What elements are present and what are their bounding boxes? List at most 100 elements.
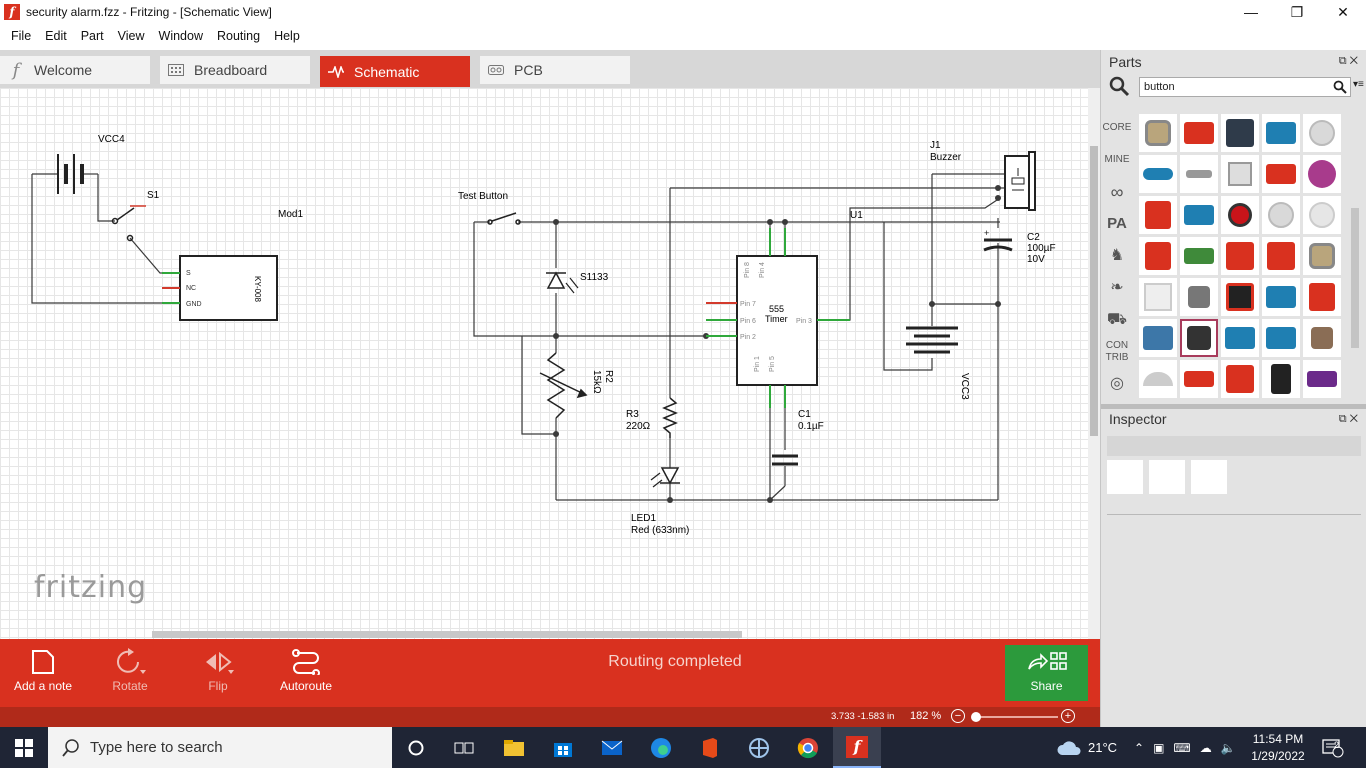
battery-vcc4-symbol[interactable] [57, 154, 84, 194]
part-tile[interactable] [1262, 196, 1300, 234]
bin-core[interactable]: CORE [1102, 122, 1132, 133]
part-tile[interactable] [1221, 114, 1259, 152]
microsoft-store-icon[interactable] [539, 727, 587, 768]
part-tile[interactable] [1180, 360, 1218, 398]
zoom-slider-handle[interactable] [971, 712, 982, 722]
part-tile[interactable] [1221, 319, 1259, 357]
tab-pcb[interactable]: PCB [480, 56, 630, 84]
schematic-canvas[interactable]: VCC4 S1 S NC GND KY-008 Mod1 Test Button [0, 88, 1088, 639]
j1-buzzer-symbol[interactable] [1004, 151, 1036, 211]
s1133-photodiode-symbol[interactable] [546, 271, 579, 294]
search-icon[interactable] [1333, 80, 1347, 94]
scrollbar-thumb[interactable] [1090, 146, 1098, 436]
inspector-panel-controls[interactable]: ⧉ ✕ [1338, 413, 1358, 425]
part-tile[interactable] [1139, 319, 1177, 357]
part-tile[interactable] [1303, 237, 1341, 275]
timer-555-ic[interactable] [706, 228, 850, 408]
rotate-button[interactable]: Rotate [90, 645, 170, 705]
canvas-vertical-scrollbar[interactable] [1088, 88, 1100, 639]
zoom-out-button[interactable]: − [951, 709, 965, 723]
switch-s1-symbol[interactable] [111, 205, 147, 242]
part-tile[interactable] [1180, 114, 1218, 152]
chrome-icon[interactable] [784, 727, 832, 768]
cortana-icon[interactable] [392, 727, 440, 768]
r2-potentiometer-symbol[interactable] [539, 352, 588, 419]
panel-splitter[interactable] [1101, 404, 1366, 409]
parts-scrollbar[interactable] [1351, 110, 1359, 400]
start-button[interactable] [0, 727, 48, 768]
part-tile[interactable] [1180, 237, 1218, 275]
part-tile[interactable] [1262, 360, 1300, 398]
edge-icon[interactable] [637, 727, 685, 768]
zoom-slider[interactable] [972, 716, 1058, 718]
bin-contrib-horse[interactable]: ♞ [1109, 247, 1125, 264]
tray-onedrive-icon[interactable]: ☁ [1199, 740, 1212, 755]
parts-panel-controls[interactable]: ⧉ ✕ [1338, 55, 1358, 67]
bin-mine[interactable]: MINE [1104, 154, 1130, 165]
part-tile[interactable] [1303, 155, 1341, 193]
vpn-app-icon[interactable] [735, 727, 783, 768]
part-tile[interactable] [1303, 114, 1341, 152]
wire[interactable] [31, 174, 180, 304]
bin-contrib[interactable]: CON TRIB [1105, 340, 1129, 363]
part-tile[interactable] [1221, 278, 1259, 316]
file-explorer-icon[interactable] [490, 727, 538, 768]
menu-edit[interactable]: Edit [45, 29, 67, 43]
part-tile[interactable] [1262, 237, 1300, 275]
search-options-icon[interactable]: ▾≡ [1353, 79, 1364, 90]
close-button[interactable]: ✕ [1337, 3, 1349, 20]
part-tile[interactable] [1139, 196, 1177, 234]
part-tile[interactable] [1303, 360, 1341, 398]
menu-part[interactable]: Part [80, 29, 104, 43]
part-tile[interactable] [1221, 155, 1259, 193]
zoom-in-button[interactable]: + [1061, 709, 1075, 723]
menu-file[interactable]: File [11, 29, 32, 43]
autoroute-button[interactable]: Autoroute [266, 645, 346, 705]
menu-window[interactable]: Window [158, 29, 203, 43]
part-tile[interactable] [1303, 278, 1341, 316]
weather-widget[interactable]: 21°C [1056, 727, 1117, 768]
part-tile[interactable] [1180, 196, 1218, 234]
part-tile[interactable] [1221, 360, 1259, 398]
menu-routing[interactable]: Routing [216, 29, 261, 43]
part-tile[interactable] [1262, 278, 1300, 316]
menu-help[interactable]: Help [274, 29, 300, 43]
part-tile[interactable] [1180, 278, 1218, 316]
flip-button[interactable]: Flip [178, 645, 258, 705]
menu-view[interactable]: View [117, 29, 145, 43]
c1-capacitor-symbol[interactable] [772, 454, 798, 466]
share-button[interactable]: Share [1005, 645, 1088, 701]
taskbar-search-box[interactable]: Type here to search [48, 727, 392, 768]
tab-welcome[interactable]: f Welcome [0, 56, 150, 84]
tray-volume-icon[interactable]: 🔈 [1220, 740, 1236, 755]
part-tile[interactable] [1139, 114, 1177, 152]
tab-breadboard[interactable]: Breadboard [160, 56, 310, 84]
tab-schematic[interactable]: Schematic [320, 56, 470, 87]
bin-pa[interactable]: PA [1107, 215, 1127, 232]
taskbar-clock[interactable]: 11:54 PM 1/29/2022 [1243, 731, 1313, 765]
part-tile[interactable] [1262, 155, 1300, 193]
bin-contrib-seed[interactable]: ❧ [1110, 279, 1124, 296]
part-tile[interactable] [1139, 278, 1177, 316]
add-note-button[interactable]: Add a note [3, 645, 83, 705]
part-tile[interactable] [1221, 196, 1259, 234]
part-tile[interactable] [1139, 237, 1177, 275]
fritzing-taskbar-icon[interactable]: f [833, 727, 881, 768]
part-tile-selected[interactable] [1180, 319, 1218, 357]
scrollbar-thumb[interactable] [1351, 208, 1359, 348]
part-tile[interactable] [1139, 360, 1177, 398]
office-icon[interactable] [686, 727, 734, 768]
part-tile[interactable] [1262, 114, 1300, 152]
bin-more[interactable]: ◎ [1110, 375, 1124, 392]
part-tile[interactable] [1303, 319, 1341, 357]
minimize-button[interactable]: — [1244, 4, 1258, 20]
test-button-symbol[interactable] [487, 212, 521, 225]
tray-camera-icon[interactable]: ▣ [1153, 740, 1165, 755]
mail-icon[interactable] [588, 727, 636, 768]
parts-search-input[interactable]: button [1139, 77, 1351, 97]
task-view-icon[interactable] [440, 727, 488, 768]
led1-symbol[interactable] [650, 467, 680, 488]
canvas-horizontal-scrollbar[interactable] [152, 631, 742, 638]
c2-capacitor-symbol[interactable]: + [983, 228, 1013, 252]
bin-contrib-vehicle[interactable]: ⛟ [1106, 311, 1128, 328]
